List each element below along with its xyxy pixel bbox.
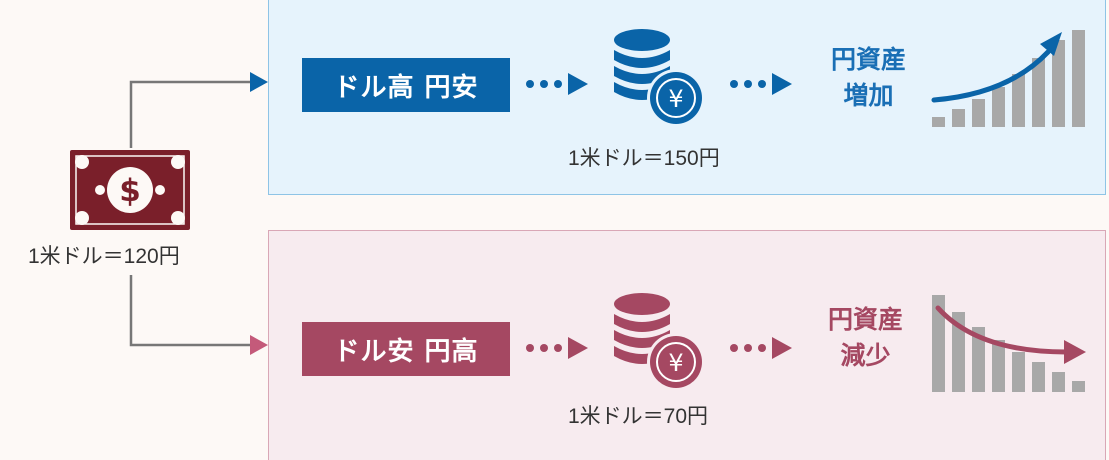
arrow-head-top — [250, 72, 268, 92]
dotted-arrow-icon — [526, 337, 588, 359]
svg-text:¥: ¥ — [668, 85, 683, 113]
yen-coin-stack-icon: ¥ — [614, 29, 705, 127]
scenario-rate-dollar-weak: 1米ドル＝70円 — [568, 405, 709, 428]
result-line: 円資産 — [827, 305, 903, 334]
arrow-head-bottom — [250, 335, 268, 355]
dotted-arrow-icon — [730, 73, 792, 95]
dotted-arrow-icon — [730, 337, 792, 359]
scenario-result-dollar-weak: 円資産 減少 — [803, 302, 928, 374]
yen-coin-stack-icon: ¥ — [614, 293, 705, 391]
dotted-arrow-icon — [526, 73, 588, 95]
result-line: 円資産 — [830, 45, 906, 74]
result-line: 減少 — [840, 341, 891, 370]
bar-chart-up-icon — [931, 30, 1085, 127]
result-line: 増加 — [843, 81, 894, 110]
bar-chart-down-icon — [932, 295, 1086, 392]
scenario-rate-dollar-strong: 1米ドル＝150円 — [568, 147, 720, 170]
svg-text:$: $ — [119, 173, 141, 209]
scenario-result-dollar-strong: 円資産 増加 — [806, 42, 931, 114]
start-rate: 1米ドル＝120円 — [28, 245, 180, 268]
svg-text:¥: ¥ — [668, 349, 683, 377]
scenario-label-dollar-strong: ドル高 円安 — [302, 58, 510, 112]
dollar-bill-icon: $ — [70, 150, 190, 230]
scenario-label-dollar-weak: ドル安 円高 — [302, 322, 510, 376]
